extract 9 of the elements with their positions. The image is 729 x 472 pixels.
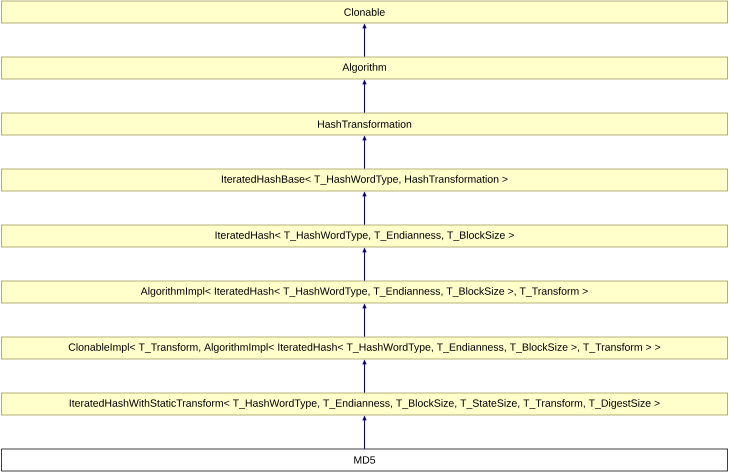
class-box: IteratedHash< T_HashWordType, T_Endianness, T_BlockSize > <box>1 224 728 248</box>
class-box: Algorithm <box>1 56 728 80</box>
class-box: IteratedHashWithStaticTransform< T_HashWordType, T_Endianness, T_BlockSize, T_StateSize, T_Transform, T_DigestSize > <box>1 392 728 416</box>
class-box: MD5 <box>1 448 728 472</box>
class-box: AlgorithmImpl< IteratedHash< T_HashWordType, T_Endianness, T_BlockSize >, T_Transform > <box>1 280 728 304</box>
class-box: IteratedHashBase< T_HashWordType, HashTransformation > <box>1 168 728 192</box>
class-box: HashTransformation <box>1 112 728 136</box>
class-box: ClonableImpl< T_Transform, AlgorithmImpl< IteratedHash< T_HashWordType, T_Endianness, T_BlockSize >, T_Transform > > <box>1 336 728 360</box>
class-box: Clonable <box>1 0 728 24</box>
